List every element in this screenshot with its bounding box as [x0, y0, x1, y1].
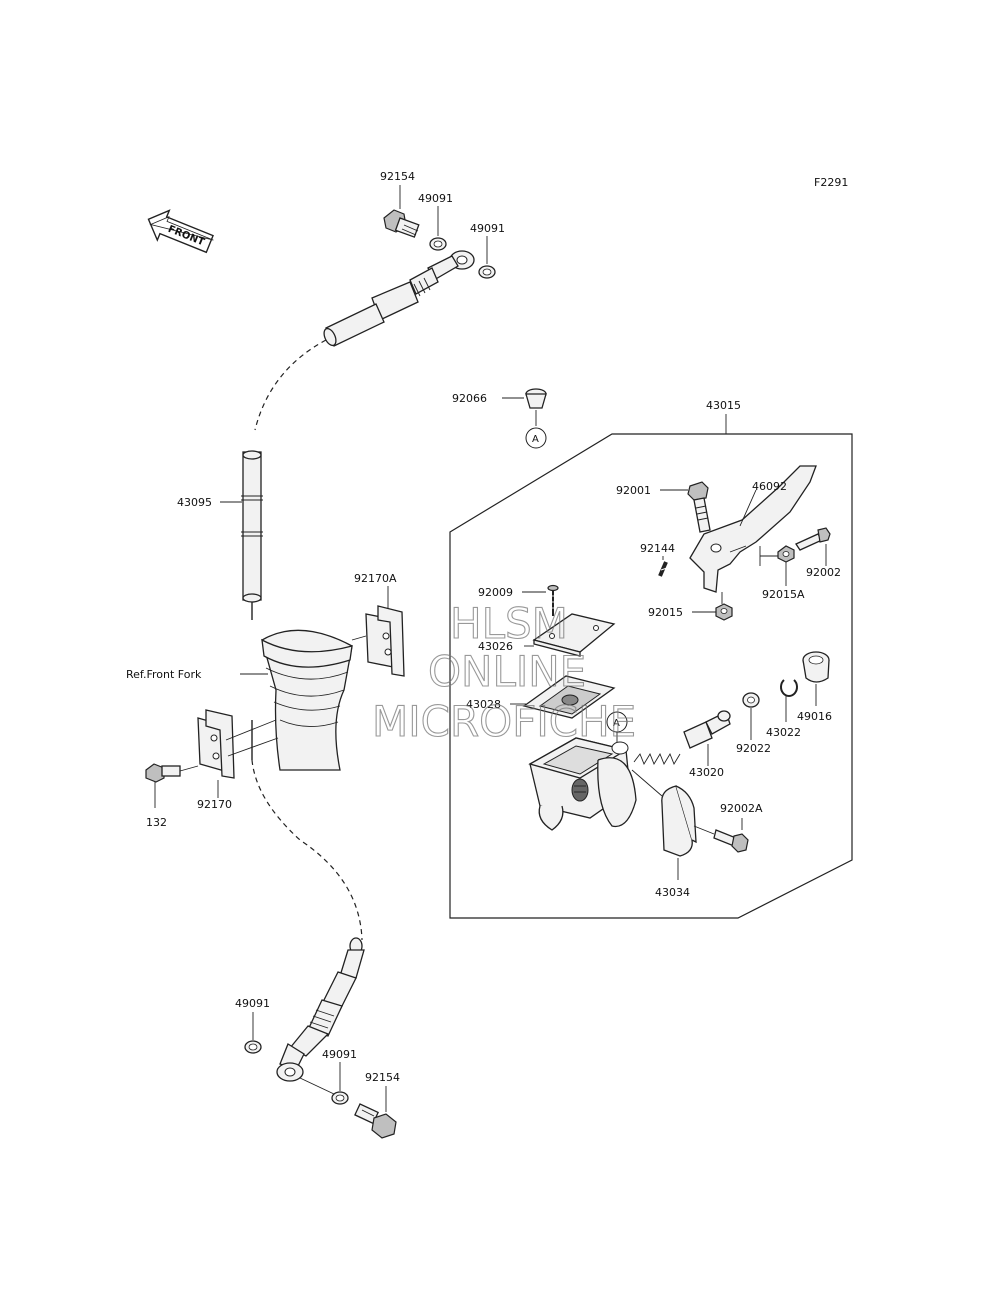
label-92170A: 92170A [354, 572, 397, 585]
clamp-92170A[interactable] [365, 605, 405, 677]
top-washer-49091-a[interactable] [429, 237, 447, 251]
label-43020: 43020 [689, 766, 724, 779]
marker-a-body: A [606, 711, 628, 733]
label-43022: 43022 [766, 726, 801, 739]
hose-43095[interactable] [241, 450, 263, 603]
watermark-line-3: MICROFICHE [372, 697, 636, 746]
cap-92066[interactable] [525, 388, 547, 409]
watermark-line-1: HLSM [450, 599, 568, 648]
nut-92015[interactable] [715, 603, 733, 621]
master-cylinder-body [528, 737, 637, 831]
pin-92144[interactable] [658, 561, 668, 577]
ref-front-fork-label: Ref.Front Fork [126, 668, 202, 681]
pivot-bolt-92001[interactable] [687, 481, 711, 533]
bolt-92002[interactable] [795, 527, 831, 551]
nut-92015A[interactable] [777, 545, 795, 563]
screw-92009[interactable] [547, 584, 559, 617]
label-92022: 92022 [736, 742, 771, 755]
lower-hose-end [276, 937, 365, 1082]
lower-washer-49091-a[interactable] [244, 1040, 262, 1054]
top-washer-49091-b[interactable] [478, 265, 496, 279]
svg-text:A: A [532, 434, 539, 445]
label-92001: 92001 [616, 484, 651, 497]
label-43028: 43028 [466, 698, 501, 711]
washer-92022[interactable] [742, 692, 760, 708]
label-92015: 92015 [648, 606, 683, 619]
label-49016: 49016 [797, 710, 832, 723]
label-46092: 46092 [752, 480, 787, 493]
watermark-line-2: ONLINE [428, 647, 586, 696]
label-92066: 92066 [452, 392, 487, 405]
front-arrow-icon: FRONT [147, 209, 214, 254]
piston-43020[interactable] [633, 710, 731, 766]
front-fork [261, 629, 353, 771]
label-92002: 92002 [806, 566, 841, 579]
lower-bolt-92154[interactable] [354, 1103, 397, 1139]
label-43015: 43015 [706, 399, 741, 412]
label-49091-top-b: 49091 [470, 222, 505, 235]
bolt-92002A[interactable] [713, 829, 749, 853]
clamp-43034[interactable] [661, 785, 697, 857]
boot-49016[interactable] [802, 651, 830, 683]
label-92154-bot: 92154 [365, 1071, 400, 1084]
circlip-43022[interactable] [780, 679, 798, 698]
label-43095: 43095 [177, 496, 212, 509]
cover-43026[interactable] [532, 613, 616, 657]
label-49091-bot-b: 49091 [322, 1048, 357, 1061]
top-bolt-92154[interactable] [383, 209, 420, 238]
label-43034: 43034 [655, 886, 690, 899]
lever-46092[interactable] [689, 465, 817, 593]
assembly-frame-43015 [449, 433, 853, 919]
lower-washer-49091-b[interactable] [331, 1091, 349, 1105]
label-43026: 43026 [478, 640, 513, 653]
watermark: HLSM ONLINE MICROFICHE [371, 598, 636, 746]
diaphragm-43028[interactable] [522, 675, 616, 719]
label-92170: 92170 [197, 798, 232, 811]
label-49091-top-a: 49091 [418, 192, 453, 205]
label-49091-bot-a: 49091 [235, 997, 270, 1010]
marker-a-top: A [525, 427, 547, 449]
label-92154-top: 92154 [380, 170, 415, 183]
bolt-132[interactable] [145, 763, 181, 783]
label-132: 132 [146, 816, 167, 829]
top-banjo-fitting [323, 250, 475, 347]
label-92009: 92009 [478, 586, 513, 599]
clamp-92170[interactable] [197, 709, 235, 779]
label-92144: 92144 [640, 542, 675, 555]
label-92015A: 92015A [762, 588, 805, 601]
svg-text:A: A [613, 718, 620, 729]
label-92002A: 92002A [720, 802, 763, 815]
figure-code: F2291 [814, 176, 848, 189]
